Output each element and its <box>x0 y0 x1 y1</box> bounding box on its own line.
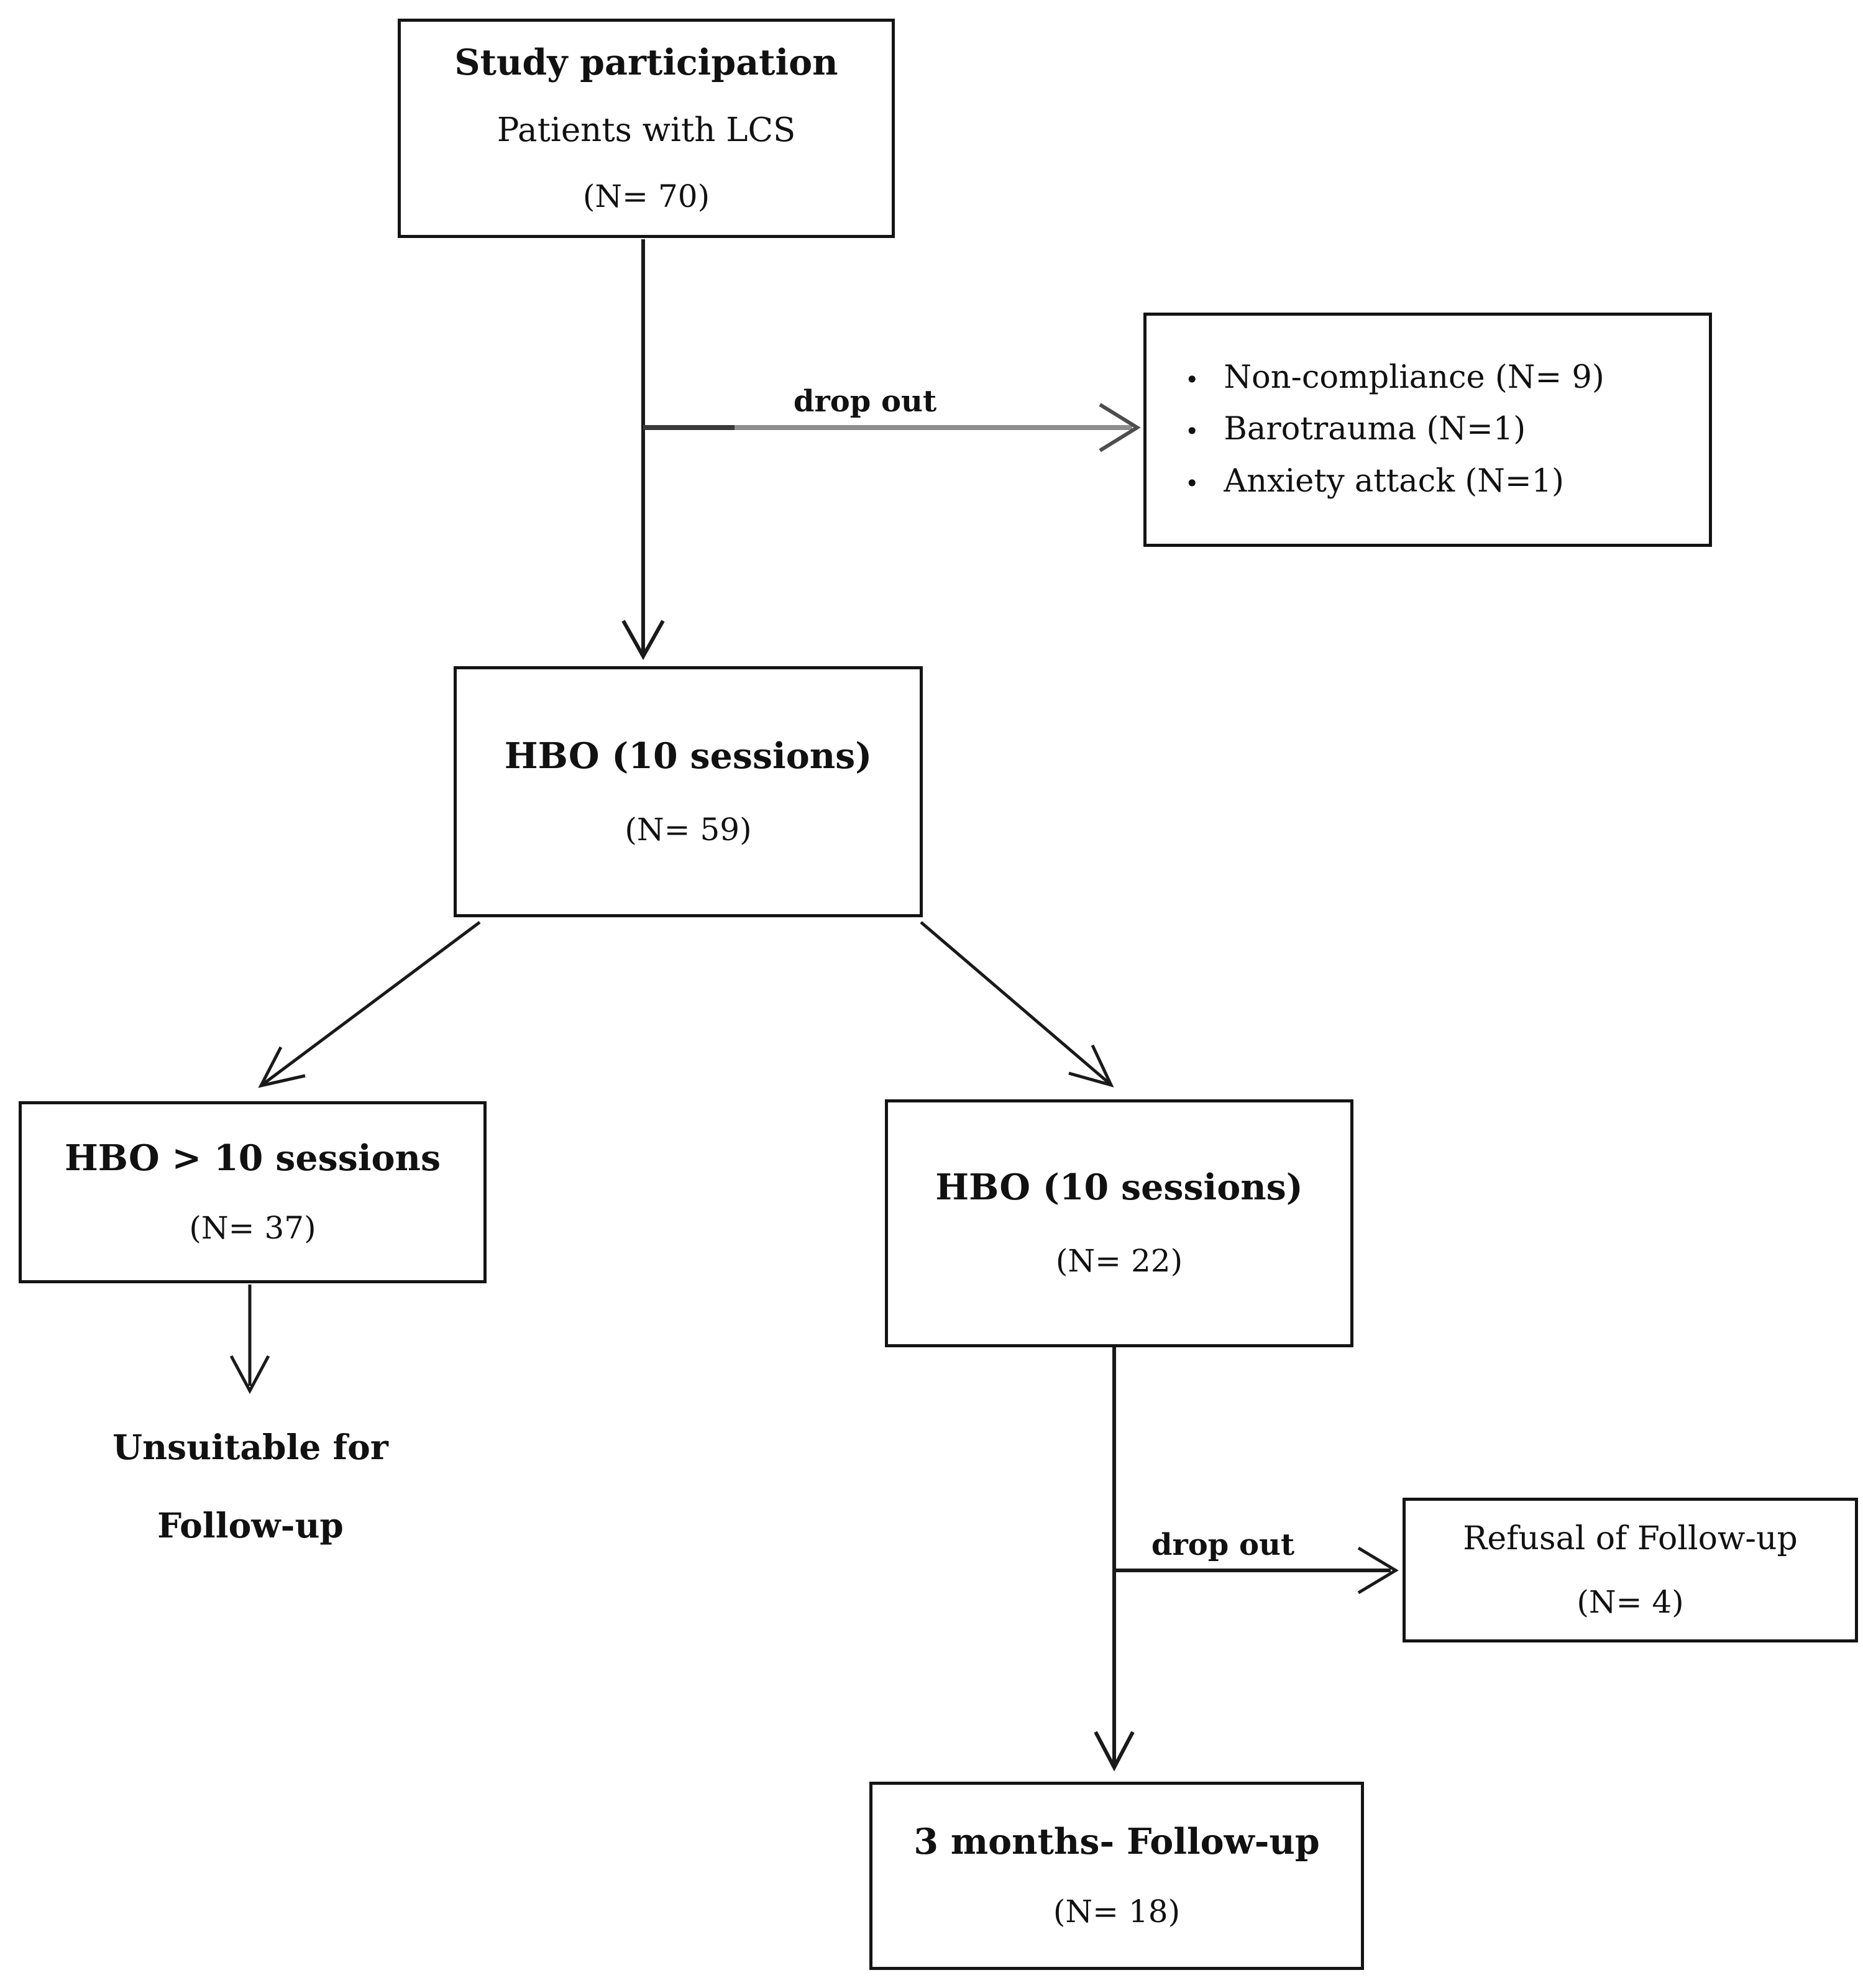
arrow-hbo-more-to-unsuitable <box>229 1285 270 1395</box>
unsuitable-line2: Follow-up <box>157 1505 344 1546</box>
refusal-n-count: (N= 4) <box>1577 1583 1684 1620</box>
flow-node-hbo-all: HBO (10 sessions) (N= 59) <box>454 666 923 917</box>
dropout-reason-text: Non-compliance (N= 9) <box>1224 359 1604 396</box>
arrow-study-to-hbo <box>621 239 665 661</box>
dropout-label-top: drop out <box>793 384 937 419</box>
study-subtitle: Patients with LCS <box>497 111 796 150</box>
dropout-reason-item: • Non-compliance (N= 9) <box>1185 360 1604 395</box>
bullet-icon: • <box>1185 366 1199 394</box>
hbo-more-n-count: (N= 37) <box>189 1210 316 1247</box>
dropout-reason-text: Anxiety attack (N=1) <box>1224 462 1564 500</box>
flow-node-followup: 3 months- Follow-up (N= 18) <box>869 1782 1364 1970</box>
unsuitable-line1: Unsuitable for <box>112 1427 388 1467</box>
flow-node-hbo-ten-sessions: HBO (10 sessions) (N= 22) <box>885 1099 1353 1347</box>
hbo-ten-n-count: (N= 22) <box>1055 1243 1183 1280</box>
study-title: Study participation <box>454 41 838 83</box>
arrow-hbo-to-hbo-more <box>258 920 481 1088</box>
flow-node-refusal: Refusal of Follow-up (N= 4) <box>1403 1498 1858 1642</box>
followup-title: 3 months- Follow-up <box>913 1821 1320 1863</box>
arrow-hbo-to-hbo-ten <box>920 921 1114 1088</box>
refusal-title: Refusal of Follow-up <box>1463 1519 1798 1557</box>
followup-n-count: (N= 18) <box>1053 1894 1181 1930</box>
dropout-reason-item: • Barotrauma (N=1) <box>1185 412 1526 447</box>
hbo-all-title: HBO (10 sessions) <box>504 735 872 777</box>
arrow-dropout-bottom <box>1114 1546 1399 1595</box>
flow-node-hbo-more-sessions: HBO > 10 sessions (N= 37) <box>19 1101 487 1283</box>
hbo-more-title: HBO > 10 sessions <box>64 1137 441 1180</box>
unsuitable-text-block: Unsuitable for Follow-up <box>112 1429 388 1544</box>
bullet-icon: • <box>1185 418 1199 446</box>
study-n-count: (N= 70) <box>582 178 710 214</box>
dropout-reason-text: Barotrauma (N=1) <box>1224 411 1526 448</box>
flow-node-dropout-reasons: • Non-compliance (N= 9) • Barotrauma (N=… <box>1143 313 1712 547</box>
hbo-all-n-count: (N= 59) <box>625 811 752 848</box>
dropout-label-bottom: drop out <box>1151 1528 1295 1562</box>
bullet-icon: • <box>1185 469 1199 497</box>
flow-node-study-participation: Study participation Patients with LCS (N… <box>398 19 895 238</box>
arrow-hbo-ten-to-followup <box>1094 1347 1135 1772</box>
hbo-ten-title: HBO (10 sessions) <box>935 1166 1303 1209</box>
dropout-reason-item: • Anxiety attack (N=1) <box>1185 464 1564 499</box>
arrow-dropout-top <box>643 403 1141 452</box>
